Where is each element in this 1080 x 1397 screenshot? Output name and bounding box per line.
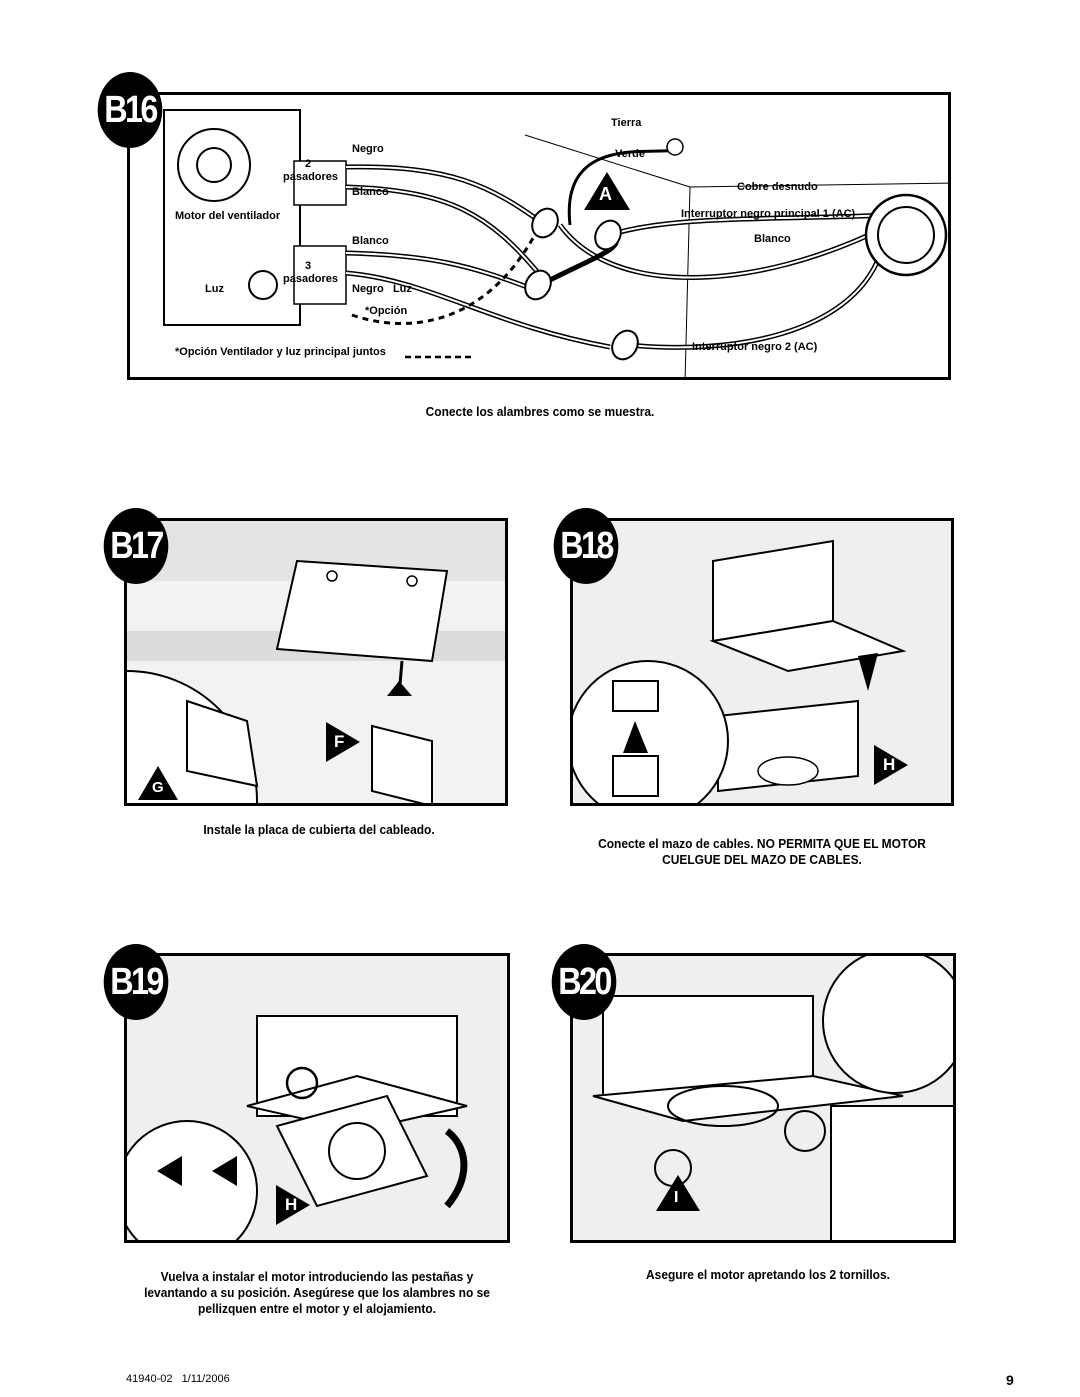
wire-nut-icon: [611, 329, 639, 361]
b16-wiring-panel: [127, 92, 951, 380]
junction-box-icon: [864, 193, 948, 277]
label-negro-luz: Negro Luz: [352, 283, 412, 295]
callout-h-b19-label: H: [285, 1195, 298, 1214]
step-badge-b20: B20: [551, 944, 617, 1020]
label-two: 2: [305, 158, 312, 170]
b19-panel: [124, 953, 510, 1243]
doc-number: 41940-02: [126, 1373, 173, 1385]
label-interruptor-2: Interruptor negro 2 (AC): [692, 341, 818, 353]
label-negro: Negro: [352, 143, 384, 155]
caption-b16: Conecte los alambres como se muestra.: [425, 404, 655, 419]
label-blanco-mid: Blanco: [352, 235, 389, 247]
label-opcion: *Opción: [365, 305, 408, 317]
label-interruptor-1: Interruptor negro principal 1 (AC): [681, 208, 856, 220]
caption-b19-line1: Vuelva a instalar el motor introduciendo…: [160, 1269, 474, 1284]
callout-f: [326, 722, 360, 762]
label-blanco-right: Blanco: [754, 233, 791, 245]
wire-nut-icon: [524, 269, 552, 301]
label-cobre: Cobre desnudo: [737, 181, 818, 193]
footer-doc-info: 41940-02 1/11/2006: [126, 1373, 230, 1385]
callout-h-b19: [276, 1185, 310, 1225]
label-pasadores-2: pasadores: [283, 171, 339, 183]
wire-nut-icon: [594, 219, 622, 251]
callout-f-label: F: [334, 732, 345, 751]
label-luz-left: Luz: [205, 283, 224, 295]
caption-b20: Asegure el motor apretando los 2 tornill…: [646, 1267, 890, 1282]
b16-wiring-diagram: [163, 109, 948, 377]
b17-panel: [124, 518, 508, 806]
b20-panel: [570, 953, 956, 1243]
callout-a-label: A: [599, 184, 612, 204]
label-motor: Motor del ventilador: [175, 210, 281, 222]
caption-b18-line1: Conecte el mazo de cables. NO PERMITA QU…: [598, 836, 926, 851]
label-verde: Verde: [615, 148, 645, 160]
callout-a: [584, 172, 630, 210]
callout-g-label: G: [152, 779, 164, 796]
caption-b18-line2: CUELGUE DEL MAZO DE CABLES.: [662, 852, 862, 867]
step-badge-b18: B18: [553, 508, 619, 584]
step-badge-b19: B19: [103, 944, 169, 1020]
b17-illustration: [127, 521, 505, 803]
label-tierra: Tierra: [611, 117, 642, 129]
caption-b19-line3: pellizquen entre el motor y el alojamien…: [198, 1301, 436, 1316]
callout-h-b18-label: H: [883, 755, 896, 774]
caption-b19-line2: levantando a su posición. Asegúrese que …: [144, 1285, 490, 1300]
step-badge-b16: B16: [97, 72, 163, 148]
b19-illustration: [127, 956, 507, 1240]
b18-panel: [570, 518, 954, 806]
label-pasadores-3: pasadores: [283, 273, 339, 285]
b18-illustration: [573, 521, 951, 803]
b20-illustration: [573, 956, 953, 1240]
label-opcion-note: *Opción Ventilador y luz principal junto…: [175, 346, 386, 358]
callout-i: [656, 1175, 700, 1211]
callout-g: [138, 766, 178, 800]
page-number: 9: [1006, 1372, 1014, 1388]
wire-nut-icon: [531, 207, 559, 239]
callout-i-label: I: [674, 1189, 679, 1206]
step-badge-b17: B17: [103, 508, 169, 584]
label-blanco-top: Blanco: [352, 186, 389, 198]
label-three: 3: [305, 260, 312, 272]
doc-date: 1/11/2006: [181, 1373, 230, 1385]
callout-h-b18: [874, 745, 908, 785]
caption-b17: Instale la placa de cubierta del cablead…: [203, 822, 435, 837]
